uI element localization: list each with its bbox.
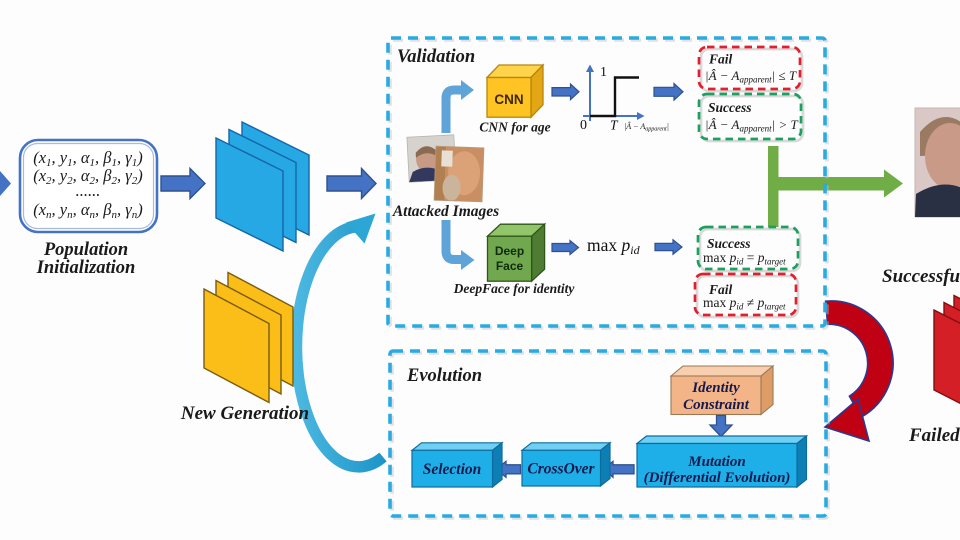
svg-text:CNN for age: CNN for age (479, 120, 550, 135)
svg-text:DeepFace for identity: DeepFace for identity (453, 281, 576, 296)
svg-text:max pid ≠ ptarget: max pid ≠ ptarget (703, 295, 786, 312)
svg-text:Success: Success (708, 100, 752, 115)
svg-text:New Generation: New Generation (180, 403, 309, 424)
svg-text:|Â − Aapparent| > T: |Â − Aapparent| > T (705, 117, 799, 134)
svg-text:Evolution: Evolution (406, 366, 482, 386)
svg-text:max pid: max pid (587, 235, 641, 257)
svg-text:Initialization: Initialization (36, 258, 136, 278)
svg-text:(Differential Evolution): (Differential Evolution) (644, 470, 791, 486)
svg-text:Successfu: Successfu (882, 266, 960, 287)
svg-text:Validation: Validation (397, 47, 475, 67)
svg-text:Population: Population (43, 240, 128, 260)
svg-text:Fail: Fail (708, 282, 733, 297)
svg-text:|Â − Aapparent| ≤ T: |Â − Aapparent| ≤ T (705, 68, 797, 85)
svg-text:......: ...... (76, 181, 101, 200)
svg-text:1: 1 (600, 65, 607, 80)
svg-text:Identity: Identity (691, 380, 740, 396)
svg-text:Constraint: Constraint (683, 397, 750, 413)
svg-text:CNN: CNN (494, 92, 523, 107)
svg-text:Attacked Images: Attacked Images (392, 203, 499, 220)
svg-text:Success: Success (707, 236, 751, 251)
svg-text:Mutation: Mutation (687, 454, 746, 470)
svg-text:CrossOver: CrossOver (527, 461, 595, 478)
svg-text:max pid = ptarget: max pid = ptarget (703, 250, 786, 267)
svg-text:0: 0 (580, 118, 587, 133)
svg-text:Fail: Fail (708, 52, 733, 67)
svg-text:Failed: Failed (908, 425, 960, 446)
svg-text:Selection: Selection (423, 461, 482, 478)
svg-text:Face: Face (496, 259, 524, 273)
svg-text:T: T (610, 118, 619, 133)
svg-text:Deep: Deep (495, 244, 524, 258)
svg-text:|Â − Aapparent|: |Â − Aapparent| (624, 121, 669, 133)
